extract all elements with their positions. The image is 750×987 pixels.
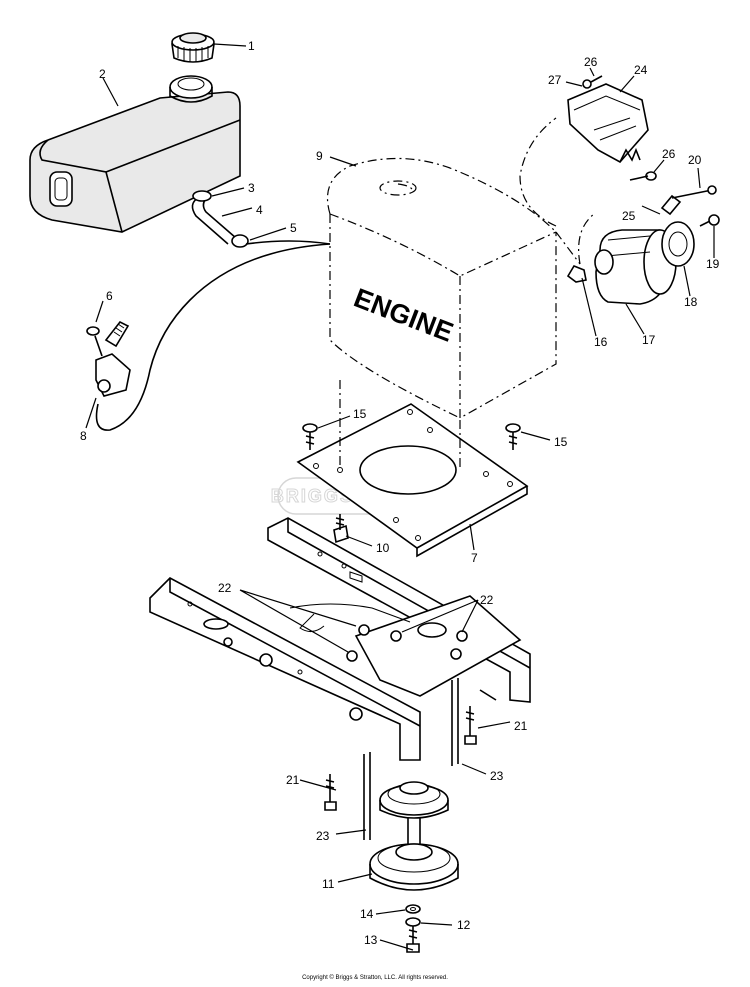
callout-16: 16 <box>594 335 608 349</box>
callout-22-left: 22 <box>218 581 232 595</box>
frame-crossmember <box>354 595 522 697</box>
hose-clamp-lower <box>231 234 249 248</box>
callout-27: 27 <box>548 73 562 87</box>
callout-2: 2 <box>99 67 106 81</box>
callout-21-right: 21 <box>514 719 528 733</box>
engine-mount-plate <box>296 380 529 558</box>
frame-nuts <box>346 624 468 662</box>
lock-washer <box>405 917 421 927</box>
callout-18: 18 <box>684 295 698 309</box>
callout-21-left: 21 <box>286 773 300 787</box>
callout-6: 6 <box>106 289 113 303</box>
callout-15-right: 15 <box>554 435 568 449</box>
callout-12: 12 <box>457 918 471 932</box>
callout-26-top: 26 <box>584 55 598 69</box>
callout-23-left: 23 <box>316 829 330 843</box>
tank-filler-neck <box>169 75 213 99</box>
callout-5: 5 <box>290 221 297 235</box>
exhaust-nut <box>566 265 587 283</box>
mount-bolt-right <box>505 423 521 450</box>
callout-25: 25 <box>622 209 636 223</box>
washer <box>405 904 421 914</box>
bolt-left <box>324 774 337 811</box>
callout-3: 3 <box>248 181 255 195</box>
callout-24: 24 <box>634 63 648 77</box>
bolt-right <box>464 706 477 745</box>
fuel-cap <box>171 32 215 63</box>
callout-4: 4 <box>256 203 263 217</box>
callout-19: 19 <box>706 257 720 271</box>
throttle-control <box>86 243 331 431</box>
pulley-bolt <box>406 926 420 953</box>
callout-11: 11 <box>322 877 335 891</box>
callout-10: 10 <box>376 541 390 555</box>
callout-13: 13 <box>364 933 378 947</box>
muffler-gasket <box>661 221 695 267</box>
muffler-assembly <box>519 75 720 305</box>
callout-8: 8 <box>80 429 87 443</box>
hose-clamp-upper <box>192 190 212 202</box>
spacer-right <box>451 678 459 766</box>
callout-15-left: 15 <box>353 407 367 421</box>
callout-26-right: 26 <box>662 147 676 161</box>
callout-17: 17 <box>642 333 656 347</box>
fuel-hose-assembly <box>191 190 331 248</box>
callout-20: 20 <box>688 153 702 167</box>
engine-label: ENGINE <box>350 283 457 348</box>
engine-pulley <box>369 843 459 891</box>
mount-nut <box>333 514 349 544</box>
tank-sight-window <box>49 171 73 207</box>
callout-14: 14 <box>360 907 374 921</box>
callout-23-right: 23 <box>490 769 504 783</box>
callout-numbers: 1 2 3 4 5 6 7 8 9 10 11 12 13 14 15 15 1… <box>80 39 720 947</box>
mount-bolt-left <box>302 423 318 450</box>
fuel-tank <box>29 75 241 233</box>
callout-1: 1 <box>248 39 255 53</box>
tractor-frame <box>149 517 531 761</box>
copyright-notice: Copyright © Briggs & Stratton, LLC. All … <box>302 975 448 981</box>
spacer-left <box>363 752 371 840</box>
frame-rail-right <box>267 517 531 703</box>
callout-22-right: 22 <box>480 593 494 607</box>
callout-9: 9 <box>316 149 323 163</box>
idler-pulley <box>379 781 449 819</box>
control-screw <box>86 326 100 336</box>
engine-block: ENGINE <box>326 157 557 420</box>
callout-7: 7 <box>471 551 478 565</box>
leader-lines <box>85 43 715 951</box>
